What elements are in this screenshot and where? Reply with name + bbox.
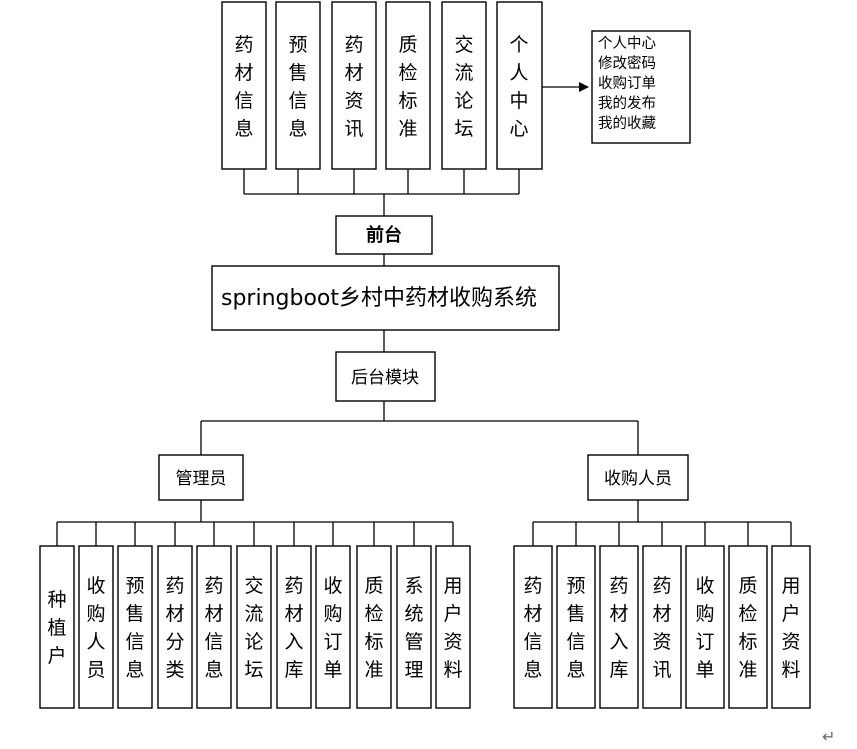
admin-module: 收购人员 [78, 545, 114, 709]
personal-center-item: 我的收藏 [598, 115, 656, 132]
module-label: 预售信息 [288, 34, 307, 140]
personal-center-item: 修改密码 [598, 55, 656, 72]
admin-module: 收购订单 [315, 545, 351, 709]
buyer-node: 收购人员 [587, 454, 689, 501]
admin-module: 质检标准 [356, 545, 392, 709]
front-module: 预售信息 [275, 1, 321, 170]
buyer-module: 药材入库 [599, 545, 639, 709]
front-module: 质检标准 [385, 1, 431, 170]
buyer-modules: 药材信息 预售信息 药材入库 药材资讯 收购订单 质检标准 用户资料 [513, 545, 811, 709]
buyer-module: 药材信息 [513, 545, 553, 709]
buyer-module: 药材资讯 [642, 545, 682, 709]
admin-module: 预售信息 [117, 545, 153, 709]
admin-label: 管理员 [176, 469, 227, 489]
admin-node: 管理员 [158, 454, 244, 501]
module-label: 种植户 [47, 589, 66, 667]
personal-center-items: 个人中心修改密码收购订单我的发布我的收藏 [598, 35, 656, 132]
admin-module: 交流论坛 [236, 545, 272, 709]
admin-module: 药材信息 [196, 545, 232, 709]
module-label: 药材资讯 [652, 575, 671, 681]
module-label: 药材信息 [234, 34, 253, 140]
admin-modules: 种植户 收购人员 预售信息 药材分类 药材信息 交流论坛 药材入库 收购订单 质… [39, 545, 471, 709]
module-label: 药材信息 [204, 575, 223, 681]
front-label: 前台 [366, 224, 402, 246]
module-label: 药材资讯 [344, 34, 363, 140]
backend-node: 后台模块 [335, 351, 436, 402]
module-label: 药材入库 [284, 575, 303, 681]
module-label: 用户资料 [781, 575, 800, 681]
module-label: 个人中心 [509, 34, 528, 140]
module-label: 收购订单 [695, 575, 714, 681]
front-module: 药材信息 [221, 1, 267, 170]
system-title: springboot乡村中药材收购系统 [221, 286, 537, 311]
system-title-node: springboot乡村中药材收购系统 [211, 265, 560, 331]
module-label: 交流论坛 [244, 575, 263, 681]
personal-center-item: 个人中心 [598, 35, 656, 52]
front-module: 药材资讯 [331, 1, 377, 170]
personal-center-item: 我的发布 [598, 95, 656, 112]
module-label: 系统管理 [404, 575, 423, 681]
admin-module: 系统管理 [396, 545, 432, 709]
module-label: 用户资料 [443, 575, 462, 681]
module-label: 质检标准 [398, 34, 417, 140]
buyer-module: 预售信息 [556, 545, 596, 709]
front-module: 交流论坛 [441, 1, 487, 170]
module-label: 预售信息 [125, 575, 144, 681]
personal-center-item: 收购订单 [598, 75, 656, 92]
module-label: 质检标准 [738, 575, 757, 681]
module-label: 交流论坛 [454, 34, 473, 140]
front-node: 前台 [335, 215, 433, 255]
admin-module: 药材分类 [157, 545, 193, 709]
connector-lines [56, 82, 792, 546]
admin-module: 用户资料 [435, 545, 471, 709]
front-modules: 药材信息 预售信息 药材资讯 质检标准 交流论坛 个人中心 [221, 1, 543, 170]
module-label: 收购人员 [86, 575, 105, 681]
buyer-label: 收购人员 [604, 469, 672, 489]
front-module-personal-center: 个人中心 [496, 1, 543, 170]
admin-module: 种植户 [39, 545, 75, 709]
module-label: 收购订单 [323, 575, 342, 681]
personal-center-list: 个人中心修改密码收购订单我的发布我的收藏 [591, 30, 691, 144]
backend-label: 后台模块 [351, 368, 419, 388]
module-label: 药材入库 [609, 575, 628, 681]
buyer-module: 质检标准 [728, 545, 768, 709]
return-symbol: ↵ [822, 727, 835, 746]
admin-module: 药材入库 [276, 545, 312, 709]
module-label: 质检标准 [364, 575, 383, 681]
module-label: 预售信息 [566, 575, 585, 681]
module-label: 药材信息 [523, 575, 542, 681]
module-label: 药材分类 [165, 575, 184, 681]
buyer-module: 用户资料 [771, 545, 811, 709]
buyer-module: 收购订单 [685, 545, 725, 709]
